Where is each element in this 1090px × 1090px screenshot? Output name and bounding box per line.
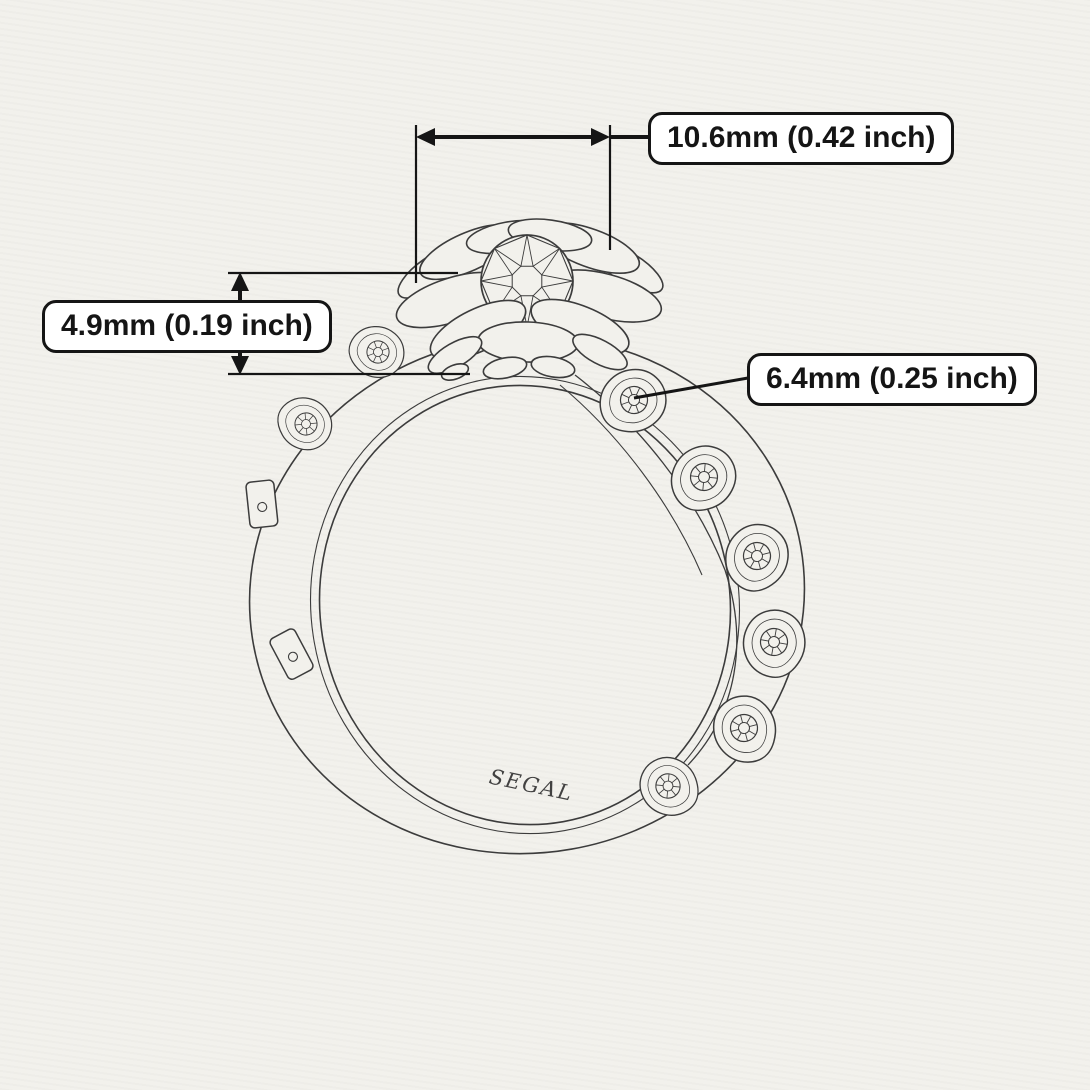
leaf-gem: [705, 688, 784, 771]
vine-stem: [574, 374, 738, 766]
dimension-label-height: 4.9mm (0.19 inch): [42, 300, 332, 353]
lotus-flower: [395, 218, 664, 381]
width-dimension-line: [414, 125, 650, 283]
dimension-label-width: 10.6mm (0.42 inch): [648, 112, 955, 165]
leaf-gem: [590, 359, 676, 442]
leaf-gem: [712, 512, 801, 603]
dimension-label-band: 6.4mm (0.25 inch): [747, 353, 1037, 406]
band-leader-line: [633, 376, 749, 400]
brand-engraving: SEGAL: [487, 765, 576, 806]
leaf-gem: [628, 745, 711, 829]
leaf-gem: [737, 604, 811, 683]
band-leaf-gems: [267, 316, 811, 829]
leaf-gem: [340, 316, 413, 387]
leaf-gem: [657, 432, 750, 524]
prong-tabs: [245, 479, 314, 680]
leaf-gem: [267, 385, 343, 461]
